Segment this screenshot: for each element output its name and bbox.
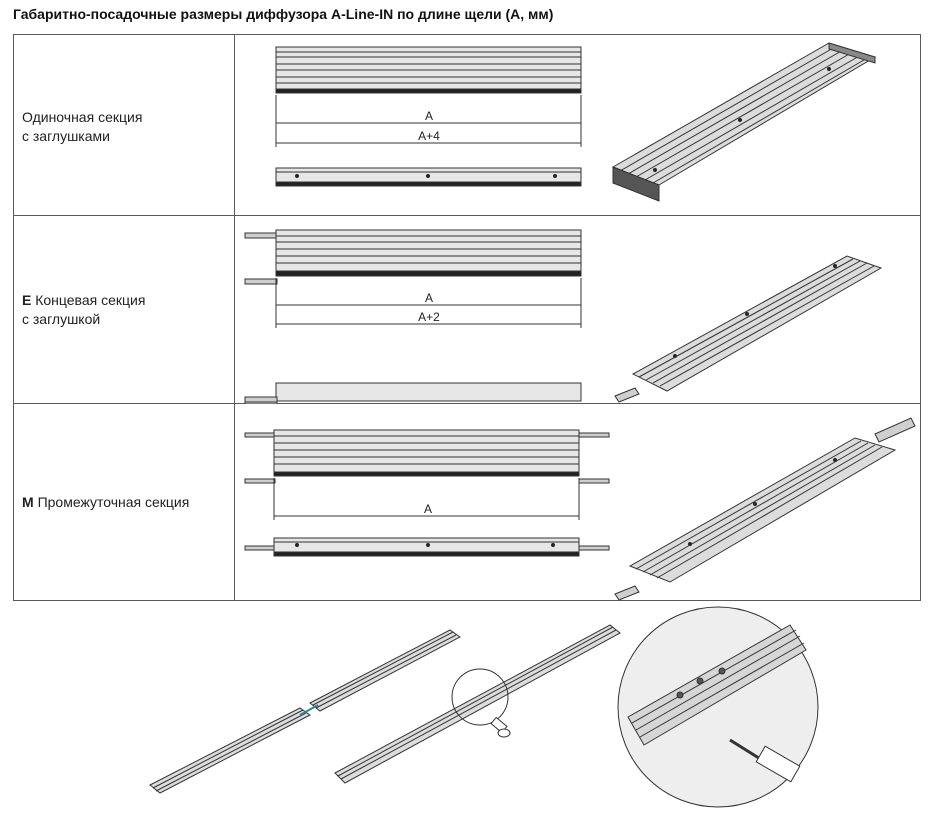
table-row-single-section: Одиночная секция с заглушками: [14, 35, 920, 216]
side-view: [244, 537, 610, 557]
page-title: Габаритно-посадочные размеры диффузора A…: [13, 6, 554, 22]
row-drawing-cell: A A+4: [235, 35, 920, 215]
dimension-lines: [275, 278, 582, 328]
top-view: [275, 46, 582, 94]
top-view: [244, 429, 610, 484]
dimension-a: A: [425, 291, 433, 305]
intermediate-section-drawing: A: [244, 417, 916, 601]
screwdriver-icon: [490, 716, 511, 738]
dimension-b: A+4: [418, 129, 440, 143]
isometric-view: [614, 417, 916, 601]
table-row-intermediate-section: M Промежуточная секция: [14, 404, 920, 601]
section-code: M: [22, 494, 34, 510]
row-label: Одиночная секция с заглушками: [22, 108, 142, 146]
assembly-middle: [334, 624, 621, 784]
screw-detail-magnifier: [617, 606, 819, 808]
assembly-left: [149, 629, 461, 794]
section-name: Промежуточная секция: [37, 494, 190, 510]
table-row-end-section: E Концевая секция с заглушкой: [14, 216, 920, 404]
row-label-cell: M Промежуточная секция: [14, 404, 235, 601]
section-name: Одиночная секция: [22, 109, 143, 125]
end-section-drawing: A A+2: [244, 229, 883, 404]
row-label-cell: E Концевая секция с заглушкой: [14, 216, 235, 403]
assembly-illustration: [149, 606, 819, 808]
isometric-view: [614, 255, 883, 403]
dimension-lines: [275, 95, 582, 147]
section-code: E: [22, 292, 32, 308]
side-view-lower: [244, 396, 278, 403]
dimension-a: A: [424, 502, 432, 516]
row-label: M Промежуточная секция: [22, 493, 189, 512]
dimensions-table: Одиночная секция с заглушками: [13, 34, 921, 601]
top-view: [244, 229, 582, 285]
section-name-2: с заглушками: [22, 128, 110, 144]
isometric-view: [611, 42, 877, 202]
side-view: [275, 167, 582, 187]
row-drawing-cell: A: [235, 404, 920, 601]
dimension-a: A: [425, 109, 433, 123]
single-section-drawing: A A+4: [275, 42, 877, 202]
side-view: [244, 382, 582, 404]
row-label-cell: Одиночная секция с заглушками: [14, 35, 235, 215]
section-name-2: с заглушкой: [22, 311, 101, 327]
section-name: Концевая секция: [35, 292, 146, 308]
dimension-lines: [273, 478, 580, 520]
dimension-b: A+2: [418, 310, 440, 324]
row-drawing-cell: A A+2: [235, 216, 920, 404]
row-label: E Концевая секция с заглушкой: [22, 291, 145, 329]
